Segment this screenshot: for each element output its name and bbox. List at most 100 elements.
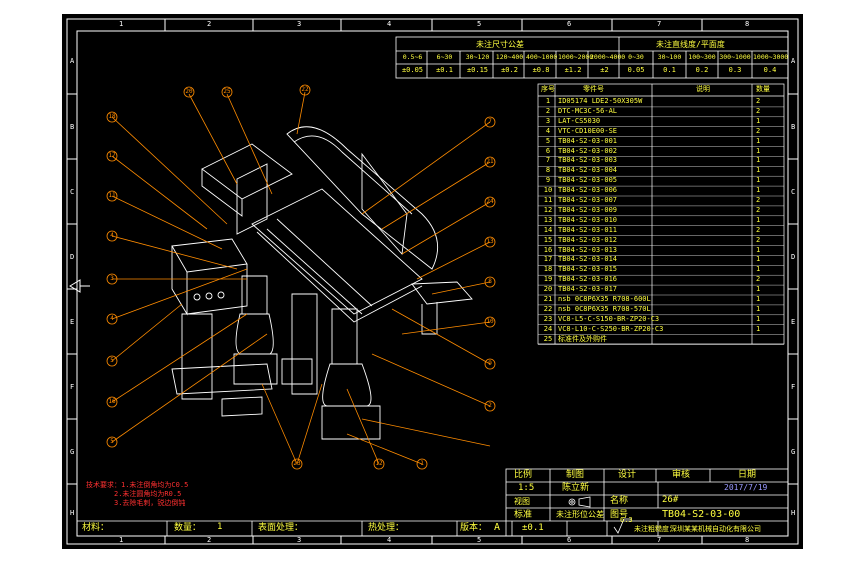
- callout-label: 7: [488, 118, 492, 125]
- callout-label: 25: [223, 88, 231, 95]
- callout-circle: [106, 396, 118, 408]
- roughness-symbol: [613, 518, 632, 534]
- callout-circle: [106, 273, 118, 285]
- row-marker-right: E: [791, 318, 796, 326]
- tolerance-range-right: 1000~3000: [753, 53, 789, 61]
- bom-row-no: 12: [543, 205, 553, 214]
- callout-circle: [484, 156, 496, 168]
- title-header-review: 审核: [672, 470, 691, 480]
- column-marker-bottom: 6: [567, 536, 572, 544]
- bom-row-part: TB04-S2-03-010: [558, 215, 618, 224]
- row-marker-left: B: [70, 123, 75, 131]
- bom-row: 21 nsb 0C8P6X35 R708-600L 1: [538, 295, 784, 305]
- title-name-label: 名称: [610, 496, 629, 506]
- tolerance-range-left: 0.5~6: [402, 53, 423, 61]
- bom-row-no: 6: [545, 146, 551, 155]
- bom-row-part: VC8-L10-C-S250-BR-ZP20-C3: [558, 324, 664, 333]
- column-marker-bottom: 8: [745, 536, 750, 544]
- tolerance-range-left: 120~400: [495, 53, 524, 61]
- bom-row-no: 7: [545, 156, 551, 165]
- left-column: [181, 313, 213, 400]
- column-marker-top: 5: [477, 20, 482, 28]
- tolerance-value-left: ±0.1: [436, 66, 453, 74]
- tolerance-value-right: 0.05: [627, 66, 645, 74]
- column-marker-top: 8: [745, 20, 750, 28]
- callout-label: 4: [110, 315, 114, 322]
- tolerance-title-right: 未注直线度/平面度: [656, 40, 725, 49]
- callout-label: 12: [375, 460, 383, 467]
- bom-row-no: 2: [545, 106, 551, 115]
- right-vacuum-shaft: [331, 308, 358, 365]
- callout-label: 5: [110, 438, 114, 445]
- column-marker-top: 6: [567, 20, 572, 28]
- row-marker-left: A: [70, 57, 75, 65]
- callout-label: 11: [108, 192, 116, 199]
- bom-row-no: 13: [543, 215, 553, 224]
- leader-lines: [111, 91, 491, 465]
- bom-row-no: 21: [543, 295, 553, 303]
- quantity-label: 数量：: [174, 523, 202, 533]
- bom-row-qty: 1: [756, 265, 761, 274]
- material-label: 材料：: [82, 523, 110, 533]
- bom-row-qty: 1: [756, 295, 761, 303]
- bom-row: 13 TB04-S2-03-010 1: [538, 216, 784, 226]
- bom-row-part: TB04-S2-03-005: [558, 176, 618, 185]
- callout-circle: [106, 230, 118, 242]
- quantity-value: 1: [217, 522, 223, 532]
- bom-row-part: TB04-S2-03-002: [558, 146, 618, 155]
- title-name-value: 26#: [662, 495, 679, 505]
- machine-model: [171, 126, 473, 440]
- bom-row-qty: 1: [756, 314, 761, 323]
- callout-label: 20: [185, 88, 193, 95]
- belt-guard: [286, 126, 439, 270]
- title-header-date: 日期: [738, 470, 757, 480]
- bom-header-qty: 数量: [756, 85, 770, 93]
- title-date: 2017/7/19: [724, 483, 768, 492]
- callout-circle: [106, 355, 118, 367]
- tolerance-title-left: 未注尺寸公差: [476, 40, 524, 49]
- bom-row-part: VTC-CD10E00-SE: [558, 126, 618, 135]
- bom-row-part: nsb 0C8P6X35 R708-600L: [558, 295, 651, 303]
- projection-symbol: [568, 496, 591, 508]
- column-marker-top: 4: [387, 20, 392, 28]
- bom-row-qty: 1: [756, 285, 761, 294]
- bom-row-part: TB04-S2-03-011: [558, 225, 618, 234]
- bom-row-part: TB04-S2-03-006: [558, 186, 618, 195]
- title-drawer: 陈立新: [562, 483, 590, 493]
- bom-row-no: 20: [543, 285, 553, 294]
- bom-row-qty: 1: [756, 215, 761, 224]
- bom-row-qty: 2: [756, 97, 761, 105]
- bom-row-no: 1: [545, 97, 551, 105]
- main-beam: [251, 188, 423, 315]
- tolerance-range-left: 2000~4000: [590, 53, 626, 61]
- callout-circle: [291, 458, 303, 470]
- bom-row-part: DTC-MC3C-56-AL: [558, 106, 618, 115]
- callout-circle: [299, 84, 311, 96]
- title-header-ratio: 比例: [514, 470, 533, 480]
- version-value: A: [494, 522, 501, 533]
- tolerance-value-left: ±0.15: [466, 66, 489, 74]
- tolerance-value-right: 0.2: [695, 66, 709, 74]
- tolerance-value-right: 0.3: [728, 66, 742, 74]
- bom-row-no: 19: [543, 275, 553, 284]
- tolerance-range-left: 1000~2000: [558, 53, 594, 61]
- bom-row-qty: 2: [756, 225, 761, 234]
- left-vacuum-shaft: [241, 275, 268, 315]
- column-marker-top: 3: [297, 20, 302, 28]
- bom-row-qty: 1: [756, 116, 761, 125]
- callout-label: 17: [108, 152, 116, 159]
- column-marker-top: 1: [119, 20, 124, 28]
- callout-circle: [106, 313, 118, 325]
- bom-row-part: TB04-S2-03-007: [558, 196, 618, 204]
- callout-label: 1: [420, 460, 424, 467]
- bom-row-qty: 2: [756, 126, 761, 135]
- bom-row-qty: 1: [756, 156, 761, 165]
- callout-circle: [484, 316, 496, 328]
- bom-row-qty: 1: [756, 136, 761, 145]
